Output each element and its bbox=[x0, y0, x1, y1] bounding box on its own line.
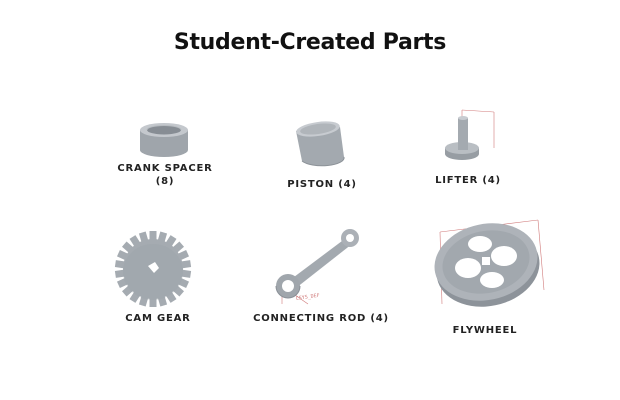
lifter-label-line1: LIFTER (4) bbox=[435, 175, 501, 186]
crank-spacer-model bbox=[140, 123, 188, 157]
cam-gear-model bbox=[114, 231, 192, 307]
lifter-label: LIFTER (4) bbox=[408, 174, 528, 187]
connecting-rod-annotation: CSYS_DEF bbox=[295, 293, 320, 302]
flywheel-label-line1: FLYWHEEL bbox=[452, 325, 518, 336]
piston-model bbox=[296, 121, 345, 167]
crank-spacer-label-line2: (8) bbox=[155, 176, 175, 187]
connecting-rod-label-line1: CONNECTING ROD (4) bbox=[253, 313, 389, 324]
flywheel-model bbox=[434, 219, 545, 307]
crank-spacer-part bbox=[130, 118, 200, 158]
lifter-part bbox=[440, 108, 500, 170]
crank-spacer-label: CRANK SPACER (8) bbox=[105, 162, 225, 188]
crank-spacer-label-line1: CRANK SPACER bbox=[117, 163, 213, 174]
flywheel-part bbox=[430, 212, 550, 312]
gear-tooth bbox=[149, 295, 157, 307]
piston-label-line1: PISTON (4) bbox=[287, 179, 357, 190]
cam-gear-label-line1: CAM GEAR bbox=[125, 313, 191, 324]
connecting-rod-model: CSYS_DEF bbox=[275, 229, 359, 305]
connecting-rod-label: CONNECTING ROD (4) bbox=[246, 312, 396, 325]
gear-tooth bbox=[149, 231, 157, 243]
flywheel-label: FLYWHEEL bbox=[430, 324, 540, 337]
page-title: Student-Created Parts bbox=[173, 30, 447, 55]
piston-label: PISTON (4) bbox=[262, 178, 382, 191]
cam-gear-label: CAM GEAR bbox=[100, 312, 216, 325]
piston-part bbox=[288, 115, 358, 171]
cam-gear-part bbox=[112, 228, 194, 310]
connecting-rod-part: CSYS_DEF bbox=[268, 224, 368, 308]
lifter-model bbox=[445, 109, 495, 160]
